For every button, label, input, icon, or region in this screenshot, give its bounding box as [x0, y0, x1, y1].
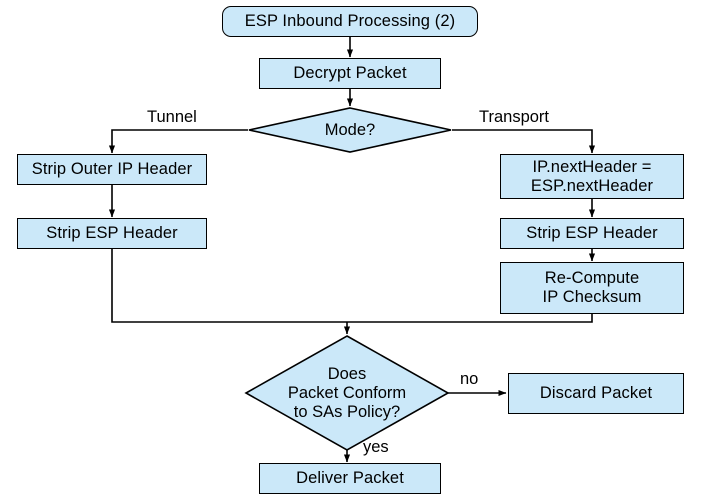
node-strip-esp-header-tunnel[interactable]: Strip ESP Header — [17, 218, 207, 249]
edge-label-yes: yes — [363, 438, 389, 456]
node-ip-next-header-assign[interactable]: IP.nextHeader = ESP.nextHeader — [500, 154, 684, 199]
node-deliver-packet[interactable]: Deliver Packet — [259, 463, 441, 494]
edge-tunnel-join — [111, 249, 347, 323]
node-discard-packet[interactable]: Discard Packet — [508, 373, 684, 414]
node-mode-decision[interactable]: Mode? — [248, 107, 452, 153]
edge-transport-join — [347, 314, 593, 323]
node-recompute-ip-checksum[interactable]: Re-Compute IP Checksum — [500, 262, 684, 314]
edge-mode-to-next-header — [452, 129, 596, 154]
edge-label-no: no — [460, 370, 479, 388]
node-strip-outer-ip-header[interactable]: Strip Outer IP Header — [17, 154, 207, 185]
node-esp-inbound-processing[interactable]: ESP Inbound Processing (2) — [222, 6, 478, 37]
edge-label-tunnel: Tunnel — [147, 108, 197, 126]
edge-mode-to-strip-outer-ip — [108, 129, 248, 154]
node-decrypt-packet[interactable]: Decrypt Packet — [259, 58, 441, 89]
edge-label-transport: Transport — [479, 108, 549, 126]
node-sa-policy-decision[interactable]: Does Packet Conform to SAs Policy? — [244, 335, 450, 451]
node-strip-esp-header-transport[interactable]: Strip ESP Header — [500, 218, 684, 249]
